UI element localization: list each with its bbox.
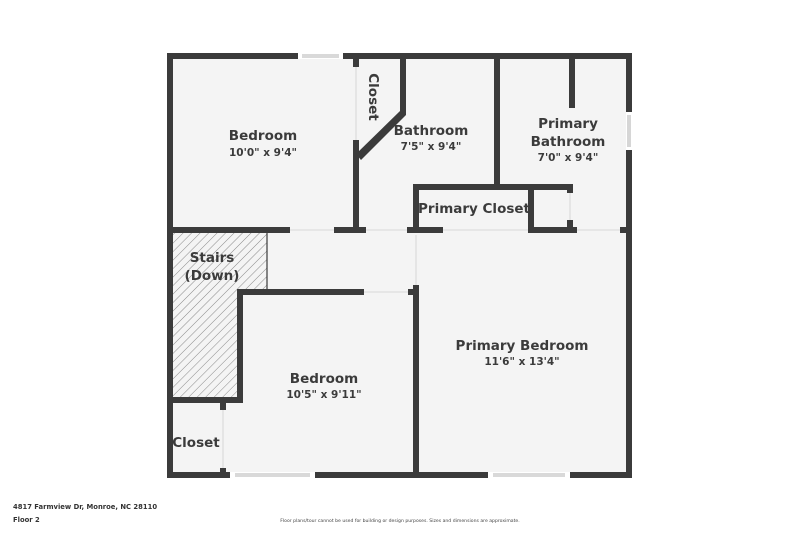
floor-label: Floor 2 [13, 516, 40, 524]
property-address: 4817 Farmview Dr, Monroe, NC 28110 [13, 503, 158, 511]
room-name: Bedroom [290, 371, 358, 387]
interior-walls [167, 53, 632, 478]
disclaimer: Floor plans/tour cannot be used for buil… [280, 519, 520, 524]
room-name: Closet [172, 435, 220, 451]
room-name: Primary Closet [418, 201, 531, 217]
room-dimensions: 7'0" x 9'4" [538, 152, 599, 164]
room-name-line2: Bathroom [531, 134, 606, 150]
room-bedroom-2: Bedroom 10'5" x 9'11" [286, 371, 361, 401]
room-primary-bedroom: Primary Bedroom 11'6" x 13'4" [456, 338, 589, 368]
room-name: Bedroom [229, 128, 297, 144]
outer-walls [167, 53, 632, 478]
room-dimensions: 11'6" x 13'4" [484, 356, 559, 368]
room-bedroom-1: Bedroom 10'0" x 9'4" [229, 128, 297, 159]
room-dimensions: 7'5" x 9'4" [401, 141, 462, 153]
room-name: Primary Bedroom [456, 338, 589, 354]
room-dimensions: 10'5" x 9'11" [286, 389, 361, 401]
room-name: Closet [365, 73, 381, 121]
room-name-line2: (Down) [185, 268, 240, 284]
room-name: Bathroom [394, 123, 469, 139]
room-name-line1: Primary [538, 116, 598, 132]
room-closet-2: Closet [172, 435, 220, 451]
door-openings [222, 67, 620, 468]
stairs-hatch [173, 233, 267, 397]
room-dimensions: 10'0" x 9'4" [229, 147, 297, 159]
room-primary-closet: Primary Closet [418, 201, 531, 217]
room-bathroom: Bathroom 7'5" x 9'4" [394, 123, 469, 153]
room-stairs: Stairs (Down) [185, 250, 240, 284]
room-primary-bathroom: Primary Bathroom 7'0" x 9'4" [531, 116, 606, 164]
windows [230, 53, 632, 478]
room-closet-1: Closet [365, 73, 381, 121]
room-name-line1: Stairs [190, 250, 235, 266]
